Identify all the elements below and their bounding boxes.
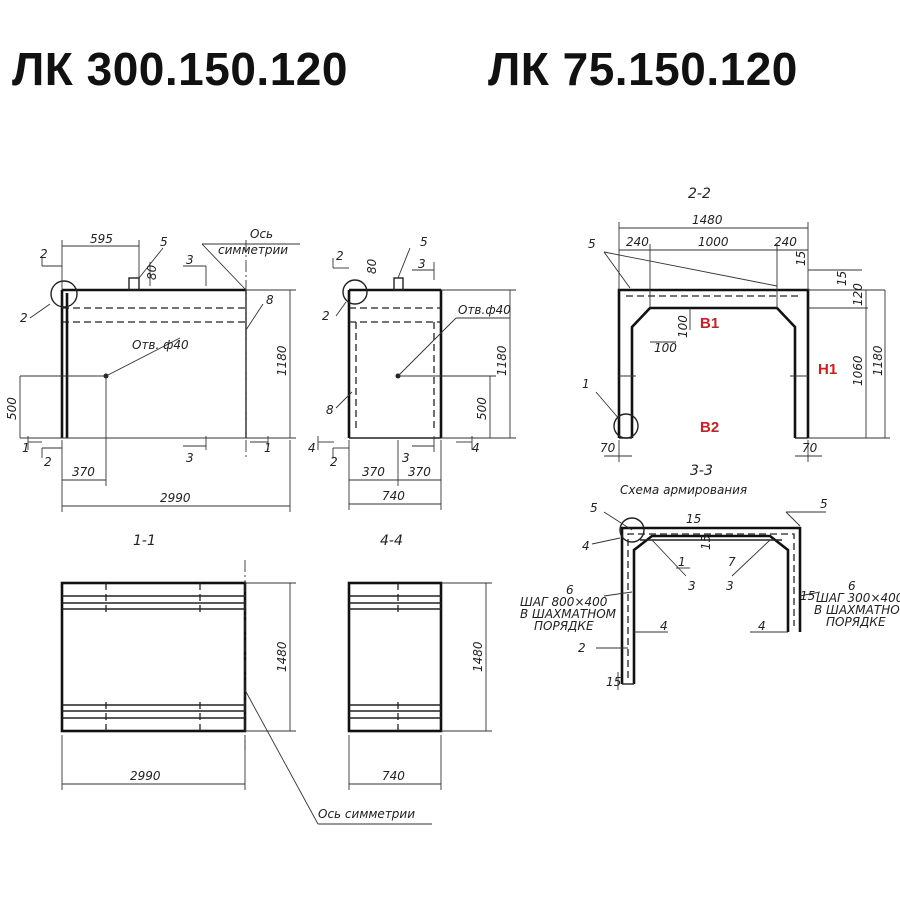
dim-370-right-b: 370 xyxy=(408,465,431,479)
dim-1000: 1000 xyxy=(698,235,729,249)
dim-15-e: 15 xyxy=(800,589,815,603)
mark-2-f: 2 xyxy=(330,455,338,469)
mark-2-c: 2 xyxy=(44,455,52,469)
dim-2990-top: 2990 xyxy=(160,491,191,505)
mark-4-c: 4 xyxy=(582,539,590,553)
dim-1180-right: 1180 xyxy=(495,345,509,376)
mark-8-a: 8 xyxy=(266,293,274,307)
title-lk-75: ЛК 75.150.120 xyxy=(488,43,798,95)
mark-3-e: 3 xyxy=(688,579,696,593)
dim-370-right-a: 370 xyxy=(362,465,385,479)
view-section-3-3 xyxy=(591,511,826,690)
mark-5-c: 5 xyxy=(588,237,596,251)
dim-2990-plan: 2990 xyxy=(130,769,161,783)
dim-120: 120 xyxy=(851,283,865,306)
mark-2-g: 2 xyxy=(578,641,586,655)
section-label-3-3: 3-3 xyxy=(690,463,713,479)
dim-70-right: 70 xyxy=(802,441,818,455)
caption-hole-left: Отв. ф40 xyxy=(132,338,189,352)
mark-6-a: 6 xyxy=(566,583,574,597)
mark-5-a: 5 xyxy=(160,235,168,249)
mark-5-d: 5 xyxy=(590,501,598,515)
mark-4-a: 4 xyxy=(308,441,316,455)
mark-5-b: 5 xyxy=(420,235,428,249)
callout-circle xyxy=(619,517,645,543)
dim-1180-left: 1180 xyxy=(275,345,289,376)
caption-axis-symmetry-bottom: Ось симметрии xyxy=(318,807,415,821)
label-h1: H1 xyxy=(818,361,837,378)
mark-3-a: 3 xyxy=(186,253,194,267)
mark-4-d: 4 xyxy=(660,619,668,633)
caption-step-right-1: ШАГ 300×400 xyxy=(816,591,900,605)
mark-1-a: 1 xyxy=(22,441,30,455)
dim-1480-plan-right: 1480 xyxy=(471,641,485,672)
caption-step-left-1: ШАГ 800×400 xyxy=(520,595,608,609)
caption-step-right-3: ПОРЯДКЕ xyxy=(826,615,886,629)
section-label-4-4: 4-4 xyxy=(380,533,403,549)
mark-5-e: 5 xyxy=(820,497,828,511)
caption-step-right-2: В ШАХМАТНОМ xyxy=(814,603,900,617)
dim-595: 595 xyxy=(90,232,113,246)
mark-4-e: 4 xyxy=(758,619,766,633)
caption-hole-right: Отв.ф40 xyxy=(458,303,511,317)
dim-15-f: 15 xyxy=(606,675,621,689)
dim-15-d: 15 xyxy=(699,535,713,550)
mark-3-c: 3 xyxy=(418,257,426,271)
mark-3-f: 3 xyxy=(726,579,734,593)
dim-80-right: 80 xyxy=(365,258,379,274)
section-label-2-2: 2-2 xyxy=(688,186,711,202)
callout-circle xyxy=(50,280,78,308)
view-front-lk75 xyxy=(317,247,516,510)
dim-80-left: 80 xyxy=(145,264,159,280)
view-front-lk300 xyxy=(19,240,300,512)
dim-1480-section: 1480 xyxy=(692,213,723,227)
dim-1480-plan-left: 1480 xyxy=(275,641,289,672)
mark-1-c: 1 xyxy=(582,377,590,391)
dim-240-right: 240 xyxy=(774,235,797,249)
dim-15-c: 15 xyxy=(686,512,701,526)
dim-1060: 1060 xyxy=(851,355,865,386)
view-section-4-4 xyxy=(347,581,492,790)
section-label-1-1: 1-1 xyxy=(133,533,156,549)
view-section-2-2 xyxy=(595,222,890,462)
mark-3-b: 3 xyxy=(186,451,194,465)
mark-8-b: 8 xyxy=(326,403,334,417)
mark-7: 7 xyxy=(728,555,736,569)
dim-15-b: 15 xyxy=(835,271,849,286)
dim-740-plan: 740 xyxy=(382,769,405,783)
caption-reinforcement-scheme: Схема армирования xyxy=(620,483,747,497)
dim-1180-section: 1180 xyxy=(871,345,885,376)
caption-step-left-3: ПОРЯДКЕ xyxy=(534,619,594,633)
dim-70-left: 70 xyxy=(600,441,616,455)
caption-axis-symmetry-top: Ось симметрии xyxy=(218,227,288,257)
mark-2-d: 2 xyxy=(322,309,330,323)
dim-100-vert: 100 xyxy=(676,315,690,338)
caption-step-left-2: В ШАХМАТНОМ xyxy=(520,607,617,621)
dim-740-top: 740 xyxy=(382,489,405,503)
dim-500-left: 500 xyxy=(5,397,19,420)
callout-circle xyxy=(342,279,368,305)
dim-100-horiz: 100 xyxy=(654,341,677,355)
mark-6-b: 6 xyxy=(848,579,856,593)
dim-370-left: 370 xyxy=(72,465,95,479)
mark-4-b: 4 xyxy=(472,441,480,455)
title-lk-300: ЛК 300.150.120 xyxy=(12,43,348,95)
mark-2-b: 2 xyxy=(20,311,28,325)
dim-15-a: 15 xyxy=(794,251,808,266)
mark-2-e: 2 xyxy=(336,249,344,263)
mark-3-d: 3 xyxy=(402,451,410,465)
label-b2: B2 xyxy=(700,419,719,436)
mark-1-b: 1 xyxy=(264,441,272,455)
caption-axis-symmetry-top-line1: Ось xyxy=(250,227,273,241)
dim-500-right: 500 xyxy=(475,397,489,420)
dim-240-left: 240 xyxy=(626,235,649,249)
callout-circle xyxy=(613,413,639,439)
mark-2-a: 2 xyxy=(40,247,48,261)
label-b1: B1 xyxy=(700,315,719,332)
mark-1-d: 1 xyxy=(678,555,686,569)
view-section-1-1 xyxy=(60,560,432,825)
caption-axis-symmetry-top-line2: симметрии xyxy=(218,243,288,257)
